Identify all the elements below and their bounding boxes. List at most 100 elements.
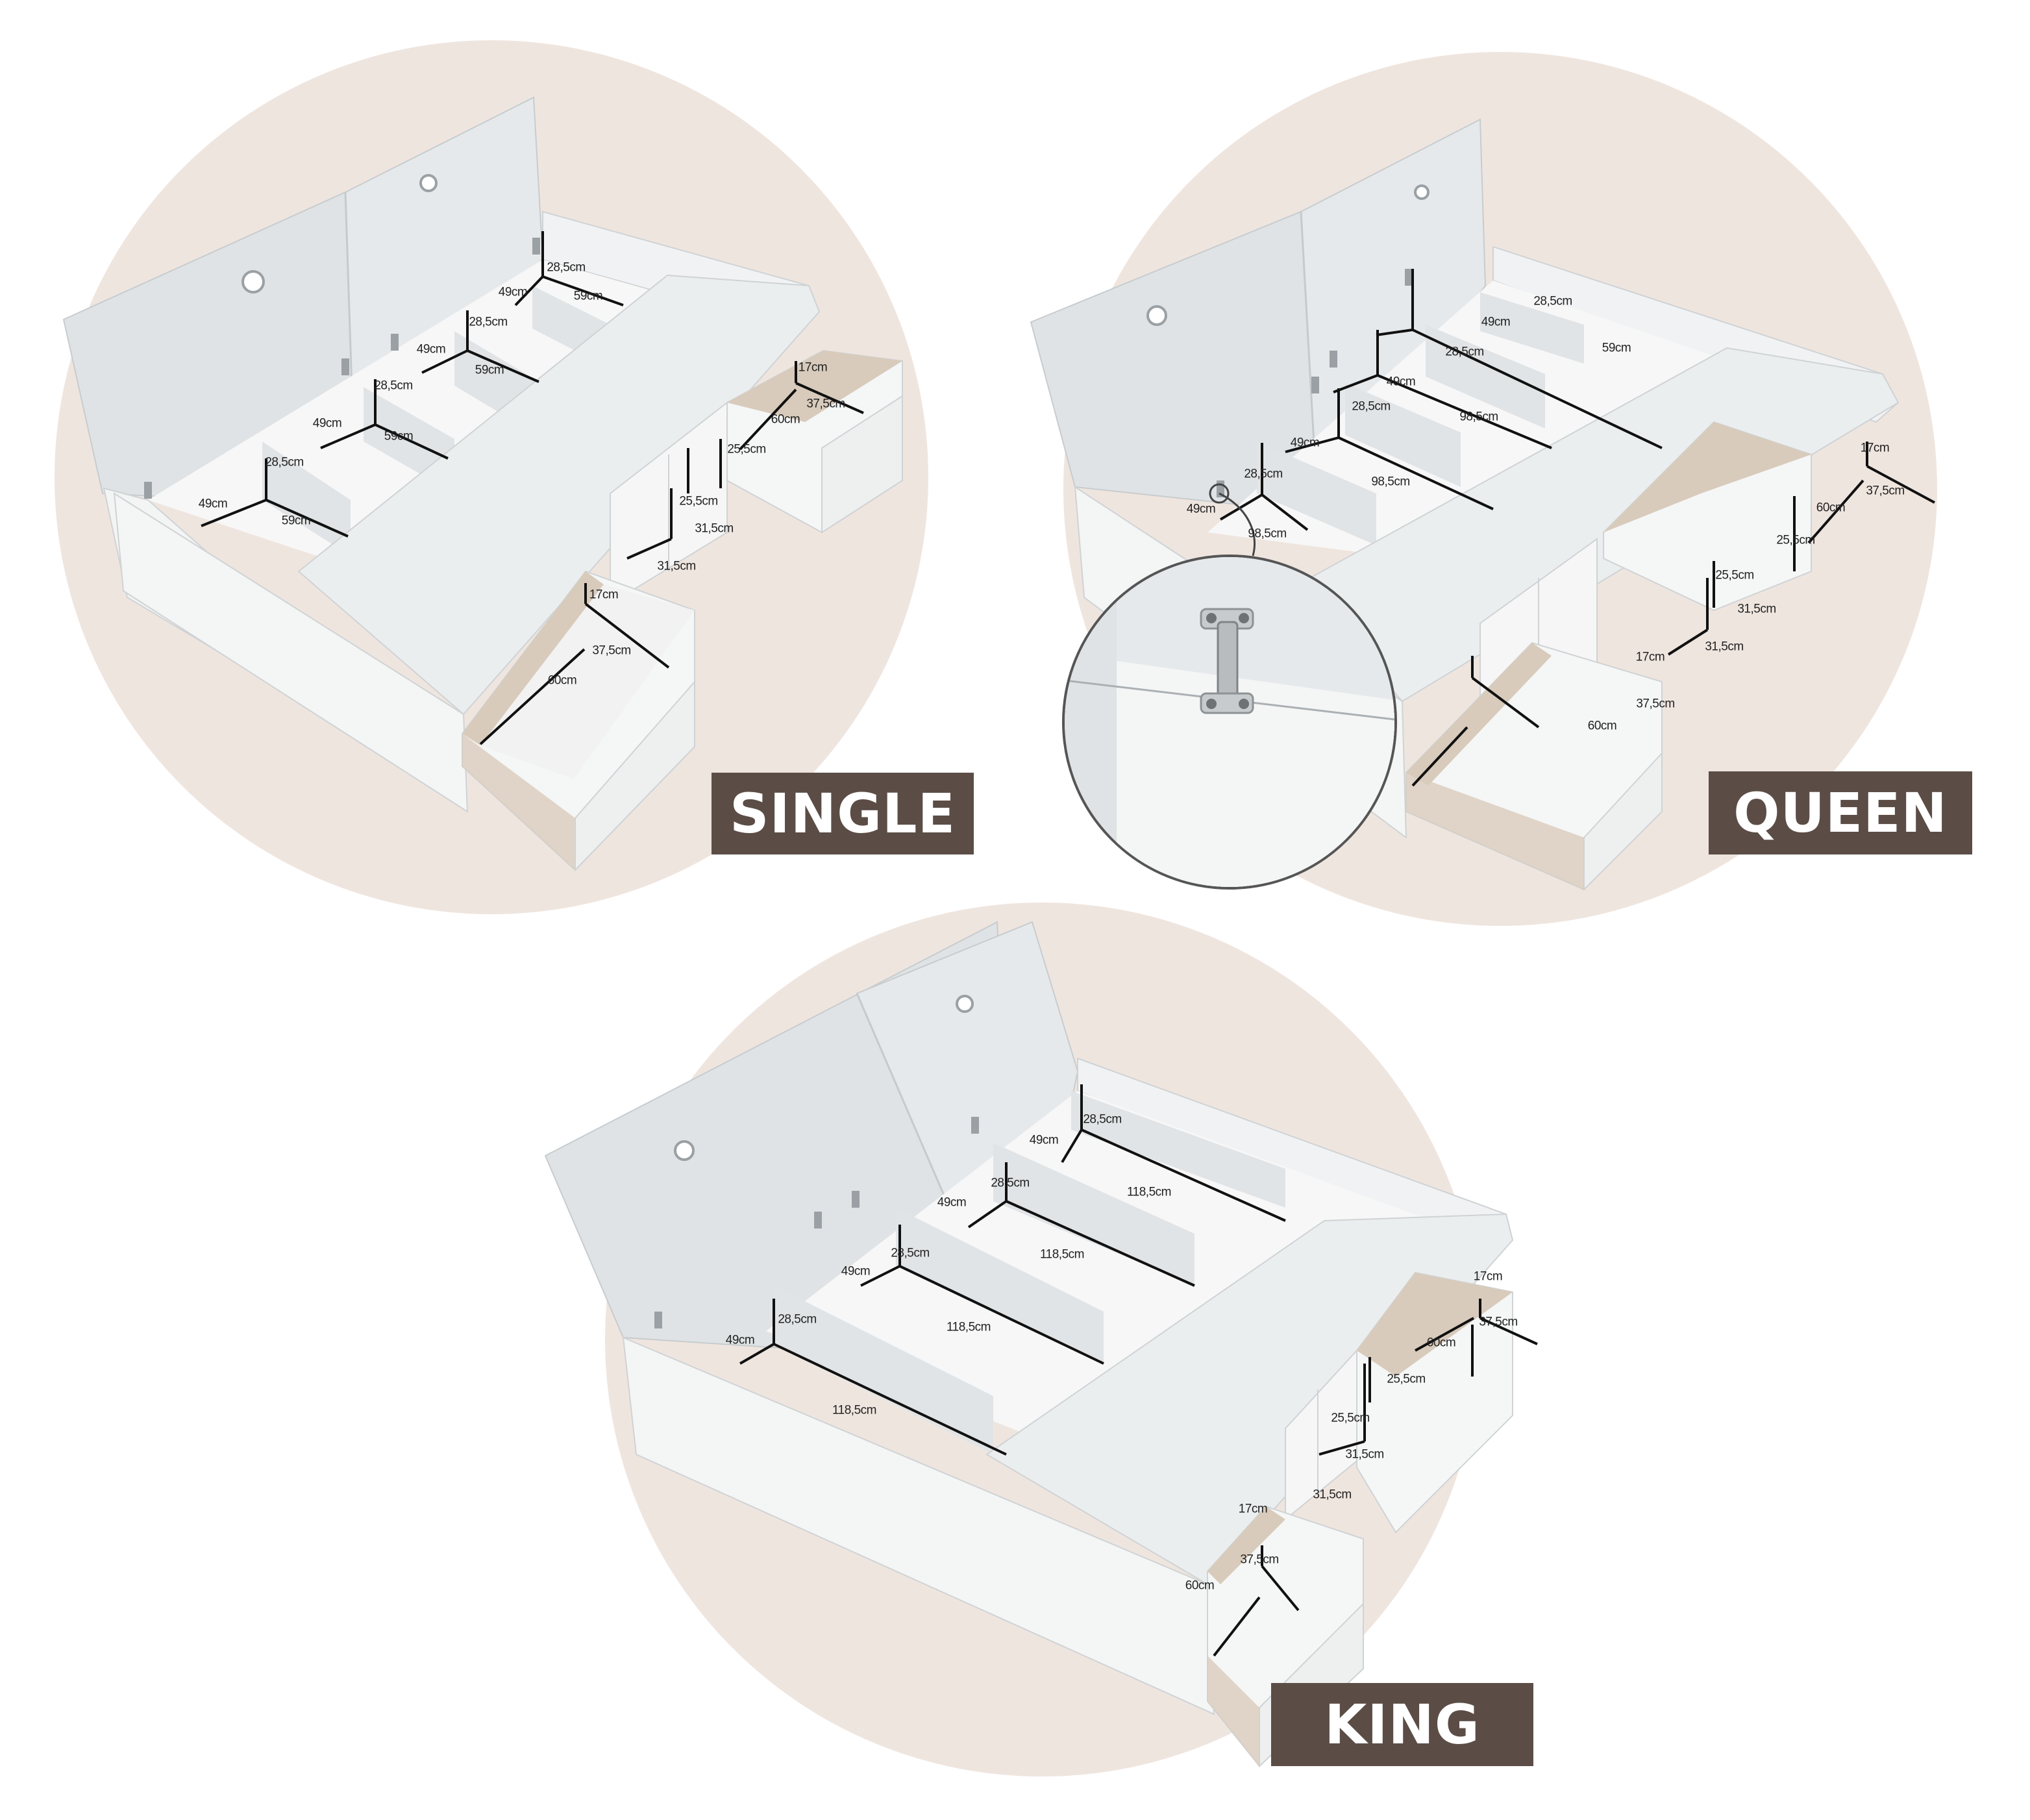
queen-dim-h2: 28,5cm (1352, 399, 1391, 414)
queen-dim-w3: 49cm (1386, 375, 1416, 389)
king-drawer-wood-2 (1357, 1273, 1513, 1377)
queen-dim-w2: 49cm (1290, 436, 1320, 450)
queen-hinge-magnifier (1062, 555, 1397, 890)
hinge-icon (814, 1212, 822, 1228)
king-size-label: KING (1271, 1683, 1533, 1766)
king-dim-d1-h: 17cm (1238, 1502, 1268, 1516)
king-dim-c1-h: 25,5cm (1331, 1411, 1370, 1425)
queen-drawer-wood-2 (1603, 422, 1811, 532)
single-size-label: SINGLE (712, 773, 974, 854)
king-dim-h3: 28,5cm (991, 1176, 1030, 1190)
king-dim-d2-l: 60cm (1426, 1336, 1456, 1350)
hinge-icon (971, 1117, 979, 1134)
hinge-icon (144, 482, 152, 499)
hinge-icon (341, 358, 349, 375)
single-lid-hole-1 (241, 270, 265, 293)
queen-dim-l2: 98,5cm (1371, 475, 1410, 489)
king-top-panel (985, 1213, 1514, 1586)
single-top-panel (297, 274, 821, 716)
king-bed-illustration (544, 921, 1538, 1768)
king-dim-l2: 118,5cm (947, 1320, 991, 1334)
king-dim-d1-w: 37,5cm (1240, 1552, 1279, 1567)
king-dim-c3-h: 25,5cm (1387, 1372, 1426, 1386)
king-dim-w1: 49cm (725, 1333, 755, 1347)
queen-lid-hole-2 (1414, 184, 1430, 200)
king-lid-hole-1 (674, 1140, 695, 1161)
hinge-icon (852, 1191, 860, 1208)
single-dim-d1-l: 60cm (547, 673, 577, 688)
queen-dim-d1-l: 60cm (1587, 719, 1617, 733)
king-dim-w4: 49cm (1029, 1133, 1059, 1147)
single-dim-d2-h: 17cm (798, 360, 828, 375)
king-dim-l3: 118,5cm (1040, 1247, 1084, 1262)
single-dim-d1-h: 17cm (589, 588, 619, 602)
queen-size-label: QUEEN (1709, 771, 1972, 854)
hinge-icon (654, 1312, 662, 1328)
single-drawer-wood-1 (462, 571, 604, 745)
single-dim-w1: 49cm (198, 497, 228, 511)
queen-dim-d1-h: 17cm (1635, 650, 1665, 664)
queen-dim-l1: 98,5cm (1248, 527, 1287, 541)
hinge-icon (532, 238, 540, 255)
king-lid-hole-2 (956, 995, 974, 1013)
single-lid-hole-2 (419, 174, 438, 192)
queen-dim-c3-h: 25,5cm (1776, 533, 1815, 547)
king-dim-h4: 28,5cm (1083, 1112, 1122, 1127)
single-dim-l2: 59cm (384, 429, 414, 443)
hinge-icon (1330, 351, 1337, 368)
single-dim-c2-w: 31,5cm (657, 559, 696, 573)
single-bed-illustration (62, 96, 903, 872)
single-dim-d2-w: 37,5cm (806, 397, 845, 411)
king-dim-d2-h: 17cm (1473, 1269, 1503, 1284)
king-dim-w3: 49cm (937, 1195, 967, 1210)
queen-dim-h1: 28,5cm (1244, 467, 1283, 481)
hinge-icon (391, 334, 399, 351)
single-drawer-wood-2 (727, 351, 902, 422)
single-dim-d1-w: 37,5cm (592, 643, 631, 658)
king-dim-d2-w: 37,5cm (1479, 1315, 1518, 1329)
single-dim-h4: 28,5cm (547, 260, 586, 275)
king-dim-w2: 49cm (841, 1264, 871, 1278)
queen-dim-d2-w: 37,5cm (1866, 484, 1905, 498)
queen-drawer-wood-1 (1406, 643, 1552, 786)
single-dim-h2: 28,5cm (374, 379, 413, 393)
king-dim-c1-w: 31,5cm (1345, 1447, 1384, 1462)
queen-dim-c2-w: 31,5cm (1705, 640, 1744, 654)
single-dim-c3-h: 25,5cm (727, 442, 766, 456)
single-dim-l4: 59cm (573, 289, 603, 303)
queen-dim-d2-h: 17cm (1860, 441, 1890, 455)
single-dim-d2-l: 60cm (771, 412, 800, 427)
single-dim-w3: 49cm (416, 342, 446, 356)
king-dim-l1: 118,5cm (832, 1403, 876, 1417)
queen-dim-h4: 28,5cm (1533, 294, 1572, 308)
queen-dim-l3: 98,5cm (1459, 410, 1498, 424)
single-front-side (113, 492, 469, 813)
single-dim-h1: 28,5cm (265, 455, 304, 469)
queen-dim-h3: 28,5cm (1445, 345, 1484, 359)
queen-dim-d1-w: 37,5cm (1636, 697, 1675, 711)
hinge-icon (1200, 608, 1254, 714)
single-dim-c1-h: 25,5cm (679, 494, 718, 508)
queen-dim-w1: 49cm (1186, 502, 1216, 516)
king-dim-d1-l: 60cm (1185, 1578, 1215, 1593)
king-dim-c2-w: 31,5cm (1313, 1488, 1352, 1502)
queen-lid-hole-1 (1146, 305, 1167, 326)
single-dim-c1-w: 31,5cm (695, 521, 734, 536)
single-dim-l1: 59cm (281, 514, 311, 528)
single-dim-h3: 28,5cm (469, 315, 508, 329)
king-front-side (622, 1336, 1215, 1715)
single-dim-w2: 49cm (312, 416, 342, 430)
hinge-icon (1405, 269, 1413, 286)
hinge-icon (1311, 377, 1319, 393)
queen-dim-l4: 59cm (1602, 341, 1631, 355)
king-dim-h2: 28,5cm (891, 1246, 930, 1260)
king-drawer-wood-1 (1207, 1506, 1285, 1584)
single-drawer-interior-1 (480, 584, 695, 779)
single-dim-l3: 59cm (475, 363, 504, 377)
queen-dim-c1-h: 25,5cm (1715, 568, 1754, 582)
queen-dim-c1-w: 31,5cm (1737, 602, 1776, 616)
queen-dim-d2-l: 60cm (1816, 501, 1846, 515)
single-dim-w4: 49cm (498, 285, 528, 299)
queen-dim-w4: 49cm (1481, 315, 1511, 329)
king-dim-l4: 118,5cm (1127, 1185, 1171, 1199)
